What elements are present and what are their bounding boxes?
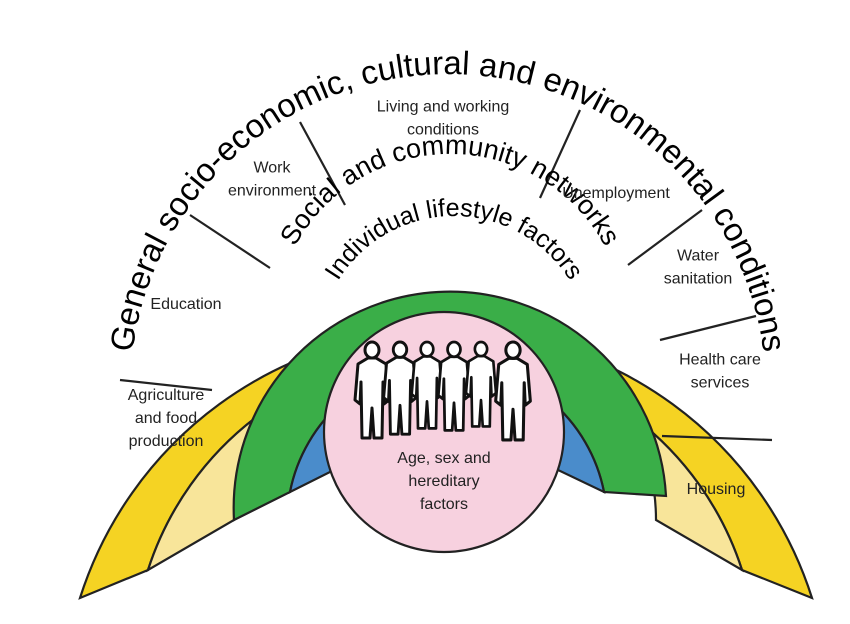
- person-silhouette: [410, 340, 444, 430]
- segment-housing: Housing: [687, 481, 746, 498]
- label-line: Water: [677, 248, 720, 265]
- individual-ring-label: Individual lifestyle factors: [319, 194, 588, 284]
- person-silhouette: [494, 340, 532, 442]
- label-line: sanitation: [664, 271, 733, 288]
- label-line: factors: [420, 496, 468, 513]
- people-silhouettes-icon: [353, 340, 532, 442]
- label-line: and food: [135, 410, 197, 427]
- label-line: environment: [228, 183, 317, 200]
- segment-water-sanitation: Water sanitation: [664, 248, 733, 288]
- label-line: hereditary: [408, 473, 479, 490]
- label-line: Housing: [687, 481, 746, 498]
- label-line: Agriculture: [128, 387, 205, 404]
- segment-agriculture: Agriculture and food production: [128, 387, 205, 450]
- segment-unemployment: Unemployment: [562, 185, 670, 202]
- label-line: Living and working: [377, 99, 510, 116]
- center-circle: [322, 310, 566, 554]
- segment-living-working: Living and working conditions: [377, 99, 510, 139]
- label-line: Age, sex and: [397, 450, 490, 467]
- person-silhouette: [464, 340, 498, 428]
- label-line: conditions: [407, 122, 479, 139]
- label-line: Education: [150, 296, 221, 313]
- segment-health-care: Health care services: [679, 352, 761, 392]
- segment-dividers: [119, 109, 773, 442]
- center-label: Age, sex and hereditary factors: [397, 450, 490, 513]
- label-line: Work: [253, 160, 291, 177]
- label-line: Health care: [679, 352, 761, 369]
- segment-education: Education: [150, 296, 221, 313]
- label-line: production: [129, 433, 204, 450]
- label-line: services: [691, 375, 750, 392]
- label-line: Unemployment: [562, 185, 670, 202]
- segment-work-environment: Work environment: [228, 160, 317, 200]
